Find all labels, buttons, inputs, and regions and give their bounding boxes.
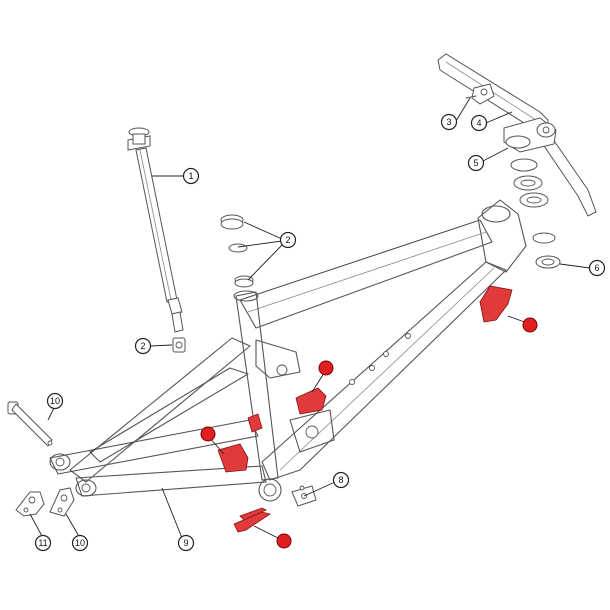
marker-dot bbox=[200, 426, 216, 442]
callout-10: 10 bbox=[46, 392, 64, 410]
derailleur-hanger-11 bbox=[15, 491, 45, 517]
marker-dot bbox=[318, 360, 334, 376]
callout-1: 1 bbox=[182, 167, 200, 185]
callout-10: 10 bbox=[71, 534, 89, 552]
callout-label: 8 bbox=[338, 475, 343, 485]
callout-11: 11 bbox=[34, 534, 52, 552]
callout-label: 2 bbox=[285, 235, 290, 245]
callout-label: 10 bbox=[75, 538, 85, 548]
callout-label: 5 bbox=[473, 158, 478, 168]
marker-dot bbox=[522, 317, 538, 333]
downtube-protector bbox=[295, 387, 327, 415]
callout-9: 9 bbox=[177, 534, 195, 552]
headset-bearings bbox=[510, 158, 561, 269]
headtube-protector bbox=[479, 285, 513, 323]
callout-4: 4 bbox=[470, 114, 488, 132]
callout-2: 2 bbox=[279, 231, 297, 249]
callout-label: 9 bbox=[183, 538, 188, 548]
chainstay-protector-strip bbox=[239, 507, 267, 521]
callout-label: 6 bbox=[594, 263, 599, 273]
headset-spacers bbox=[220, 214, 254, 288]
derailleur-hanger-10 bbox=[49, 487, 75, 517]
callout-label: 3 bbox=[446, 117, 451, 127]
callout-8: 8 bbox=[332, 471, 350, 489]
stem bbox=[503, 117, 557, 153]
callout-5: 5 bbox=[467, 154, 485, 172]
seatpost bbox=[127, 127, 184, 333]
shock-protector bbox=[247, 413, 263, 433]
callout-label: 2 bbox=[140, 341, 145, 351]
marker-dot bbox=[276, 533, 292, 549]
callout-label: 10 bbox=[50, 396, 60, 406]
red-markers bbox=[200, 317, 538, 549]
shifter-mount bbox=[465, 83, 495, 105]
callout-label: 1 bbox=[188, 171, 193, 181]
callout-3: 3 bbox=[440, 113, 458, 131]
callout-6: 6 bbox=[588, 259, 606, 277]
rear-axle bbox=[7, 401, 53, 447]
main-frame bbox=[233, 199, 527, 502]
seattube-protector bbox=[217, 443, 249, 473]
callout-2: 2 bbox=[134, 337, 152, 355]
callout-label: 11 bbox=[38, 538, 47, 548]
seatpost-clamp bbox=[172, 337, 186, 353]
highlighted-parts bbox=[217, 285, 513, 533]
rear-triangle bbox=[49, 337, 335, 497]
callout-label: 4 bbox=[476, 118, 481, 128]
leader-lines bbox=[29, 97, 591, 541]
